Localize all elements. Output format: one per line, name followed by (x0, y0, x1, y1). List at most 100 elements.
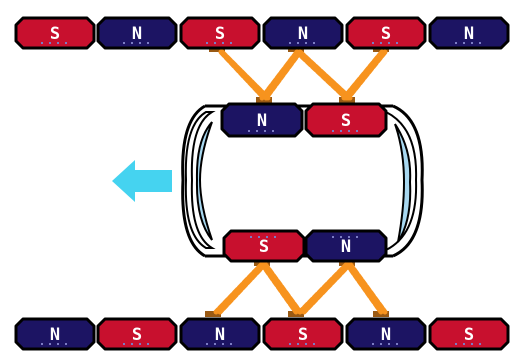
magnet-dot (356, 130, 358, 132)
pole-label: N (464, 24, 474, 44)
magnet-north: N (345, 317, 427, 351)
pole-label: S (341, 111, 351, 131)
magnet-body (304, 229, 388, 263)
magnet-north: N (96, 16, 178, 50)
field-line (347, 261, 388, 315)
field-gap (256, 97, 272, 103)
magnet-dot (49, 343, 51, 345)
magnet-dot (123, 343, 125, 345)
field-line (259, 49, 300, 101)
field-gap (205, 311, 221, 317)
magnet-dot (380, 343, 382, 345)
magnet-south: S (222, 229, 306, 263)
carriage-right-wall (392, 104, 424, 258)
magnet-dot (297, 343, 299, 345)
magnet-body (179, 16, 261, 50)
pole-label: N (215, 325, 225, 345)
magnet-dot (49, 42, 51, 44)
magnet-dot (57, 343, 59, 345)
magnet-north: N (262, 16, 344, 50)
carriage-left-wall (181, 104, 206, 258)
magnet-dot (348, 236, 350, 238)
field-line (301, 261, 353, 315)
magnet-dot (348, 130, 350, 132)
magnet-dot (230, 42, 232, 44)
magnet-body (222, 229, 306, 263)
pole-label: S (464, 325, 474, 345)
magnet-dot (305, 42, 307, 44)
magnet-dot (139, 343, 141, 345)
magnet-body (345, 317, 427, 351)
field-line (262, 261, 303, 315)
magnet-dot (372, 42, 374, 44)
pole-label: N (132, 24, 142, 44)
pole-label: N (50, 325, 60, 345)
magnet-dot (340, 236, 342, 238)
magnet-dot (380, 42, 382, 44)
magnet-south: S (262, 317, 344, 351)
magnet-dot (274, 236, 276, 238)
carriage-right-inner (385, 111, 418, 251)
magnet-south: S (14, 16, 96, 50)
field-line (297, 49, 353, 101)
carriage-left-inner (184, 111, 216, 249)
magnet-dot (65, 42, 67, 44)
magnetic-field-lines (205, 46, 389, 317)
magnet-north: N (179, 317, 261, 351)
magnet-body (96, 16, 178, 50)
magnet-south: S (179, 16, 261, 50)
magnet-dot (272, 130, 274, 132)
magnet-dot (388, 343, 390, 345)
magnet-dot (479, 42, 481, 44)
pole-label: N (381, 325, 391, 345)
magnet-dot (41, 42, 43, 44)
magnet-dot (248, 130, 250, 132)
magnet-dot (206, 42, 208, 44)
magnet-body (179, 317, 261, 351)
magnet-dot (256, 130, 258, 132)
magnet-dot (332, 236, 334, 238)
field-line (263, 49, 303, 101)
magnet-north: N (220, 102, 304, 138)
field-line (345, 49, 388, 101)
magnet-dot (356, 236, 358, 238)
pole-label: N (298, 24, 308, 44)
magnet-body (262, 317, 344, 351)
magnet-dot (214, 343, 216, 345)
magnet-dot (250, 236, 252, 238)
pole-label: N (257, 111, 267, 131)
magnet-dot (131, 42, 133, 44)
magnet-dot (214, 42, 216, 44)
magnet-dot (131, 343, 133, 345)
field-line (219, 49, 271, 101)
magnet-body (428, 16, 510, 50)
magnet-south: S (428, 317, 510, 351)
magnet-dot (147, 42, 149, 44)
magnet-dot (139, 42, 141, 44)
arrow-left-icon (112, 160, 172, 202)
field-line (344, 261, 384, 315)
magnet-dot (455, 42, 457, 44)
pole-label: S (132, 325, 142, 345)
magnet-dot (266, 236, 268, 238)
magnet-body (220, 102, 304, 138)
magnet-body (14, 317, 96, 351)
magnet-dot (388, 42, 390, 44)
pole-label: S (215, 24, 225, 44)
magnet-dot (313, 42, 315, 44)
magnet-dot (340, 130, 342, 132)
magnet-dot (297, 42, 299, 44)
pole-label: S (50, 24, 60, 44)
magnet-south: S (96, 317, 178, 351)
magnet-south: S (304, 102, 388, 138)
magnet-body (304, 102, 388, 138)
magnet-dot (455, 343, 457, 345)
magnet-dot (206, 343, 208, 345)
magnet-dot (332, 130, 334, 132)
magnet-dot (289, 42, 291, 44)
magnet-body (345, 16, 427, 50)
field-line (259, 261, 299, 315)
